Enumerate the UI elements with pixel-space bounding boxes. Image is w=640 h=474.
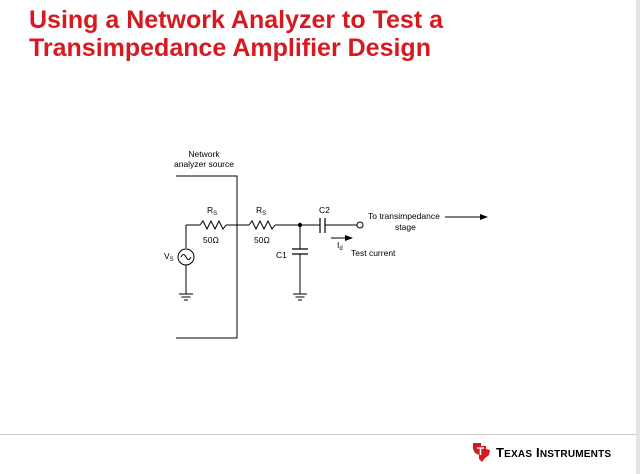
- capacitor-c1: [292, 248, 308, 255]
- c1-label: C1: [276, 250, 287, 260]
- rs2-value: 50Ω: [254, 235, 270, 245]
- ground-icon: [179, 293, 193, 301]
- circuit-diagram: Network analyzer source RS 50Ω RS 50Ω C2…: [164, 149, 488, 339]
- resistor-rs1: [199, 219, 227, 231]
- slide-title: Using a Network Analyzer to Test a Trans…: [29, 6, 629, 62]
- rs2-label: RS: [256, 205, 266, 217]
- window-edge: [636, 0, 640, 474]
- ti-state-icon: [473, 443, 490, 462]
- texas-instruments-logo: TEXAS INSTRUMENTS: [470, 440, 611, 464]
- rs1-label: RS: [207, 205, 217, 217]
- sine-wave-icon: [180, 254, 192, 260]
- source-label-line-2: analyzer source: [174, 159, 234, 169]
- test-current-label: Test current: [351, 248, 396, 258]
- c2-label: C2: [319, 205, 330, 215]
- vs-label: VS: [164, 251, 174, 263]
- source-box-outline: [176, 175, 238, 339]
- slide-title-line-2: Transimpedance Amplifier Design: [29, 34, 431, 62]
- slide-title-line-1: Using a Network Analyzer to Test a: [29, 6, 443, 34]
- source-label-line-1: Network: [188, 149, 220, 159]
- ground-icon: [293, 293, 307, 301]
- output-label-line-2: stage: [395, 222, 416, 232]
- capacitor-c2: [319, 218, 326, 233]
- rs1-value: 50Ω: [203, 235, 219, 245]
- resistor-rs2: [248, 219, 276, 231]
- brand-wordmark: TEXAS INSTRUMENTS: [496, 444, 612, 460]
- footer-divider: [0, 434, 636, 435]
- output-terminal: [356, 221, 364, 229]
- output-label-line-1: To transimpedance: [368, 211, 440, 221]
- id-label: Id: [337, 240, 343, 252]
